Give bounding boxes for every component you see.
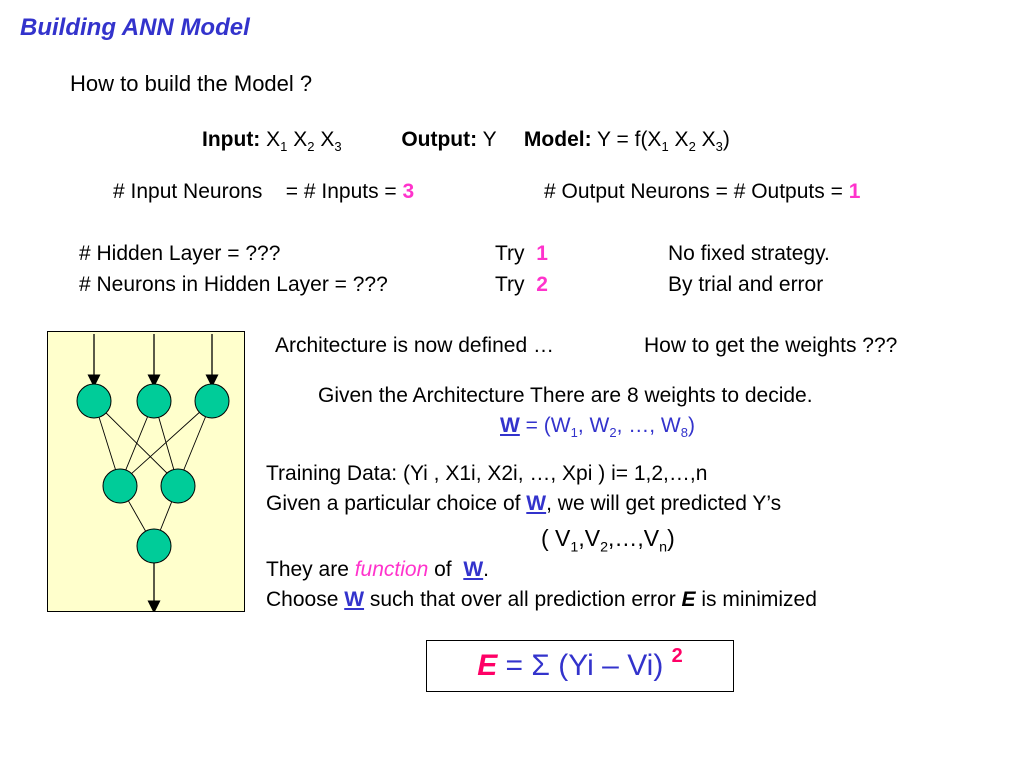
io-line: Input: X1 X2 X3 Output: Y Model: Y = f(X… <box>202 128 730 155</box>
input-label: Input: <box>202 128 261 151</box>
hidden-node-1 <box>102 468 138 504</box>
output-label: Output: <box>401 128 478 151</box>
weights-vector: W = (W1, W2, …, W8) <box>500 414 695 441</box>
architecture-defined: Architecture is now defined … <box>275 334 554 357</box>
input-neurons-line: # Input Neurons = # Inputs = 3 <box>113 180 415 203</box>
slide-title: Building ANN Model <box>20 14 250 41</box>
choose-line: Choose W such that over all prediction e… <box>266 588 817 611</box>
diagram-background <box>47 331 245 612</box>
input-count: 3 <box>402 180 415 203</box>
predicted-vector: ( V1,V2,…,Vn) <box>541 525 675 556</box>
function-line: They are function of W. <box>266 558 489 581</box>
output-neurons-line: # Output Neurons = # Outputs = 1 <box>544 180 861 203</box>
model-label: Model: <box>523 128 592 151</box>
try-2: Try 2 <box>495 273 548 296</box>
output-value: Y <box>482 128 497 151</box>
hidden-node-2 <box>160 468 196 504</box>
w-label: W <box>500 414 520 437</box>
hidden-layer-text: # Hidden Layer = ??? <box>79 242 281 265</box>
input-node-1 <box>76 383 112 419</box>
input-node-2 <box>136 383 172 419</box>
training-data-line: Training Data: (Yi , X1i, X2i, …, Xpi ) … <box>266 462 708 485</box>
weights-question: How to get the weights ??? <box>644 334 898 357</box>
architecture-given: Given the Architecture There are 8 weigh… <box>318 384 813 407</box>
note-trial-error: By trial and error <box>668 273 824 296</box>
output-count: 1 <box>848 180 861 203</box>
network-diagram <box>47 331 245 612</box>
input-node-3 <box>194 383 230 419</box>
note-no-fixed: No fixed strategy. <box>668 242 830 265</box>
error-formula-box: E = Σ (Yi – Vi) 2 <box>426 640 734 692</box>
slide-subtitle: How to build the Model ? <box>70 71 313 96</box>
try-1: Try 1 <box>495 242 548 265</box>
hidden-neurons-text: # Neurons in Hidden Layer = ??? <box>79 273 388 296</box>
output-node <box>136 528 172 564</box>
predicted-line: Given a particular choice of W, we will … <box>266 492 782 515</box>
